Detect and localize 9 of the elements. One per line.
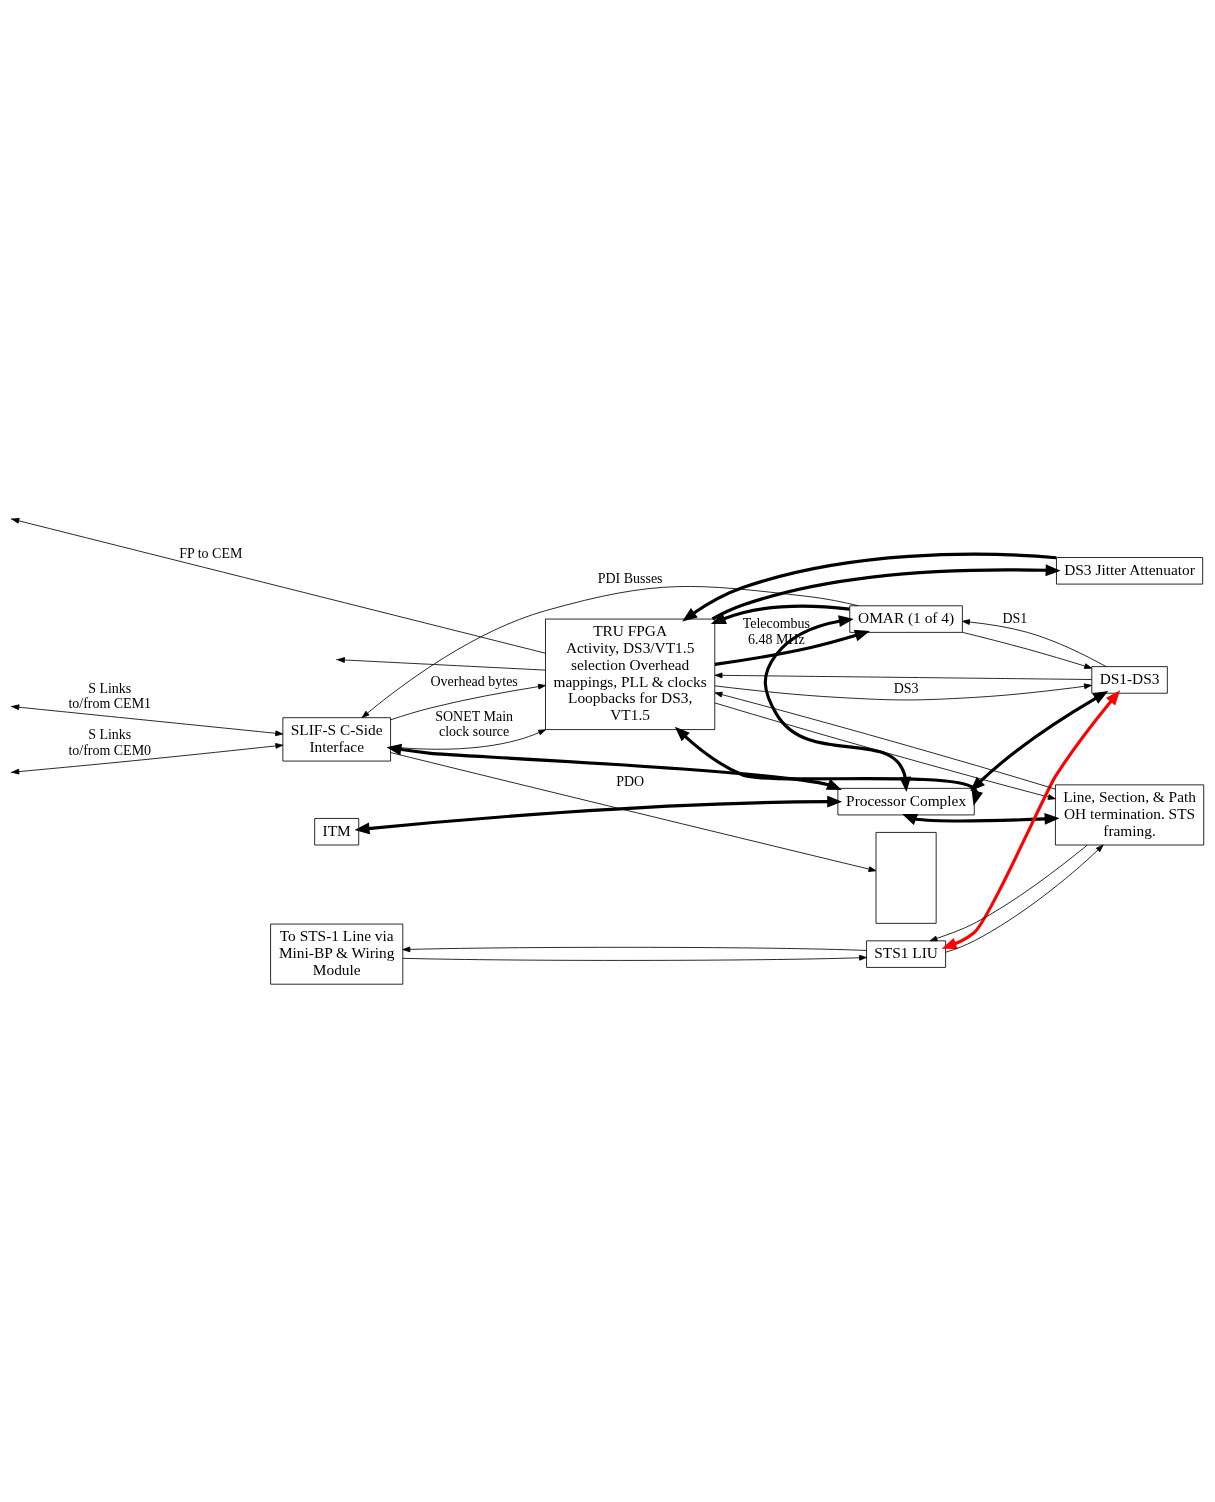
edge-label: S Links to/from CEM1 (68, 680, 152, 711)
edge-label: PDO (616, 773, 645, 789)
edge-label: S Links to/from CEM0 (68, 726, 152, 758)
edge-label: Overhead bytes (430, 673, 518, 689)
edge-label: PDI Busses (597, 570, 663, 586)
edge-label: DS1 (1002, 610, 1028, 626)
edge-label: FP to CEM (179, 545, 243, 561)
edge-label: DS3 (893, 680, 919, 696)
edge-label: SONET Main clock source (435, 708, 514, 739)
